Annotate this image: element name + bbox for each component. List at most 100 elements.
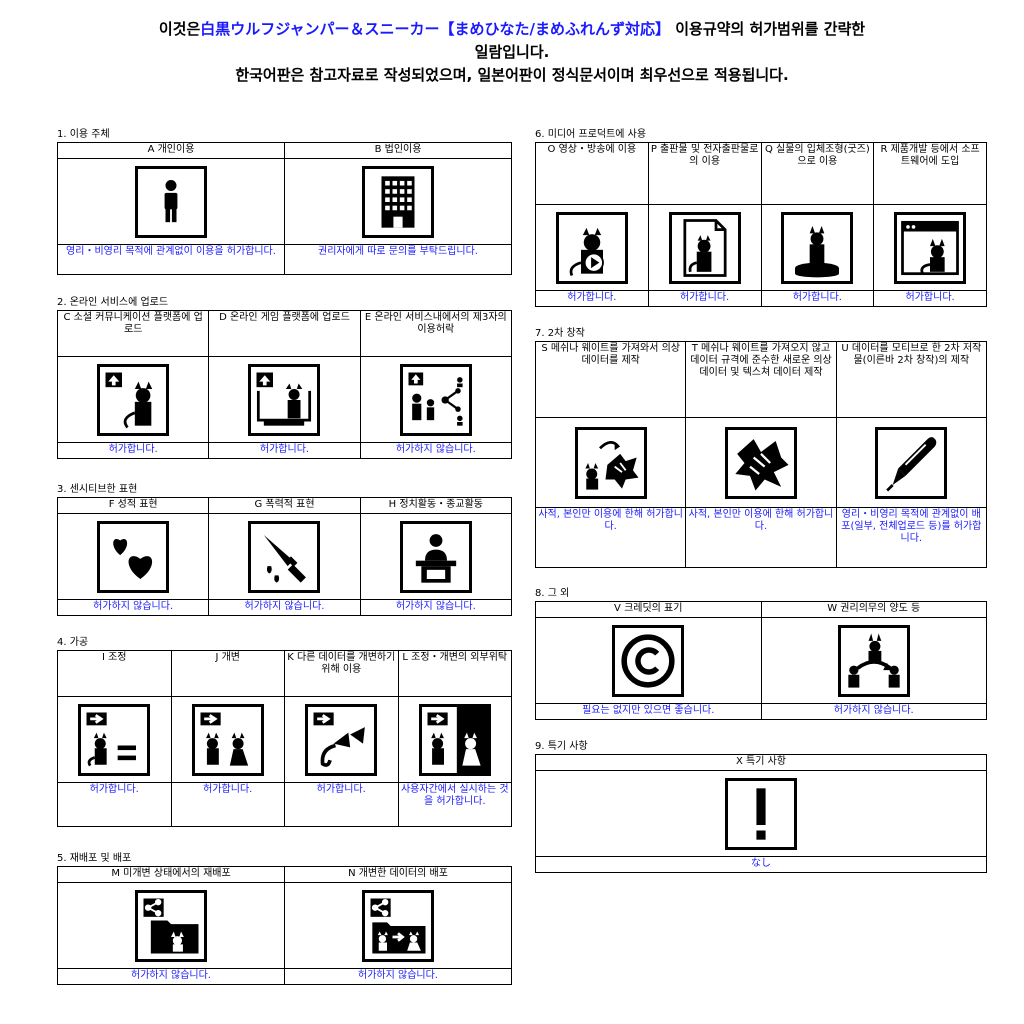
permission-text: 허가합니다. — [208, 442, 361, 459]
person-icon — [135, 165, 207, 238]
item-label: N 개변한 데이터의 배포 — [284, 866, 512, 883]
header-line-3: 한국어판은 참고자료로 작성되었으며, 일본어판이 정식문서이며 최우선으로 적… — [235, 66, 789, 84]
section-usage-subject: 1. 이용 주체 A 개인이용 B 법인이용 영리・비영리 목적에 관계없이 이… — [57, 128, 512, 275]
permission-text: 허가합니다. — [647, 290, 762, 307]
section-table: F 성적 표현 G 폭력적 표현 H 정치활동・종교활동 허가하지 않습니다. … — [56, 497, 513, 616]
item-label: H 정치활동・종교활동 — [359, 497, 513, 514]
publication-icon — [668, 211, 741, 284]
section-title: 2. 온라인 서비스에 업로드 — [57, 297, 169, 308]
permission-text: 허가합니다. — [57, 782, 172, 827]
permission-text: 사적, 본인만 이용에 한해 허가합니다. — [685, 507, 837, 568]
permission-text: 허가합니다. — [170, 782, 285, 827]
item-label: X 특기 사항 — [535, 754, 987, 771]
mesh-to-costume-icon — [574, 426, 647, 499]
header-suffix: 이용규약의 허가범위를 간략한 — [675, 20, 866, 38]
section-title: 5. 재배포 및 배포 — [57, 853, 132, 864]
redistribute-icon — [135, 889, 207, 962]
permission-text: 허가하지 않습니다. — [56, 599, 210, 616]
modify-icon — [191, 703, 264, 776]
item-label: T 메쉬나 웨이트를 가져오지 않고 데이터 규격에 준수한 새로운 의상 데이… — [685, 341, 837, 418]
item-label: C 소셜 커뮤니케이션 플랫폼에 업로드 — [56, 310, 210, 357]
video-icon — [555, 211, 628, 284]
item-label: O 영상・방송에 이용 — [535, 142, 649, 205]
share-third-party-icon — [399, 363, 472, 436]
permission-text: 허가하지 않습니다. — [208, 599, 361, 616]
transfer-icon — [837, 624, 910, 697]
software-icon — [894, 211, 967, 284]
section-table: A 개인이용 B 법인이용 영리・비영리 목적에 관계없이 이용을 허가합니다.… — [57, 142, 512, 275]
section-title: 7. 2차 창작 — [535, 328, 585, 339]
permission-text: 사적, 본인만 이용에 한해 허가합니다. — [534, 507, 687, 568]
section-title: 1. 이용 주체 — [57, 129, 110, 140]
permission-text: 영리・비영리 목적에 관계없이 배포(일부, 전체업로드 등)를 허가합니다. — [835, 507, 988, 568]
pen-icon — [875, 426, 948, 499]
section-special-notes: 9. 특기 사항 X 특기 사항 なし — [535, 740, 987, 873]
section-title: 6. 미디어 프로덕트에 사용 — [535, 129, 647, 140]
product-name: 白黒ウルフジャンパー＆スニーカー【まめひなた/まめふれんず対応】 — [200, 20, 671, 38]
building-icon — [362, 165, 434, 238]
permission-text: 영리・비영리 목적에 관계없이 이용을 허가합니다. — [57, 244, 285, 275]
adjust-icon — [78, 703, 151, 776]
item-label: L 조정・개변의 외부위탁 — [397, 650, 512, 697]
header-line-1: 이것은白黒ウルフジャンパー＆スニーカー【まめひなた/まめふれんず対応】 이용규약… — [0, 18, 1024, 41]
section-table: C 소셜 커뮤니케이션 플랫폼에 업로드 D 온라인 게임 플랫폼에 업로드 E… — [56, 310, 513, 459]
knife-icon — [248, 520, 321, 593]
section-table: X 특기 사항 なし — [535, 754, 987, 873]
header-line-2: 일람입니다. — [474, 43, 550, 61]
item-label: F 성적 표현 — [56, 497, 210, 514]
permission-text: 허가합니다. — [873, 290, 987, 307]
item-label: P 출판물 및 전자출판물로의 이용 — [647, 142, 762, 205]
permission-text: 허가하지 않습니다. — [359, 442, 513, 459]
permission-text: 허가하지 않습니다. — [359, 599, 513, 616]
new-costume-icon — [724, 426, 797, 499]
section-table: V 크레딧의 표기 W 권리의무의 양도 등 필요는 없지만 있으면 좋습니다.… — [535, 601, 987, 720]
permission-text: 허가합니다. — [535, 290, 649, 307]
item-label: U 데이터를 모티브로 한 2차 저작물(이른바 2차 창작)의 제작 — [835, 341, 988, 418]
section-table: O 영상・방송에 이용 P 출판물 및 전자출판물로의 이용 Q 실물의 입체조… — [535, 142, 987, 307]
section-title: 9. 특기 사항 — [535, 741, 588, 752]
copyright-icon — [612, 624, 685, 697]
section-sensitive: 3. 센시티브한 표현 F 성적 표현 G 폭력적 표현 H 정치활동・종교활동… — [56, 483, 513, 616]
permission-text: 허가합니다. — [760, 290, 875, 307]
item-label: M 미개변 상태에서의 재배포 — [57, 866, 285, 883]
item-label: W 권리의무의 양도 등 — [760, 601, 987, 618]
item-label: S 메쉬나 웨이트를 가져와서 의상 데이터를 제작 — [534, 341, 687, 418]
permission-text: 허가합니다. — [56, 442, 210, 459]
item-label: K 다른 데이터를 개변하기 위해 이용 — [284, 650, 399, 697]
hearts-icon — [97, 520, 170, 593]
permission-text: 허가하지 않습니다. — [760, 703, 987, 720]
item-label: A 개인이용 — [57, 142, 285, 159]
upload-game-icon — [248, 363, 321, 436]
item-label: Q 실물의 입체조형(굿즈)으로 이용 — [760, 142, 875, 205]
header-prefix: 이것은 — [158, 20, 201, 38]
item-label: B 법인이용 — [284, 142, 512, 159]
item-label: E 온라인 서비스내에서의 제3자의 이용허락 — [359, 310, 513, 357]
permission-text: 허가하지 않습니다. — [57, 968, 285, 985]
permission-text: 필요는 없지만 있으면 좋습니다. — [535, 703, 762, 720]
section-title: 8. 그 외 — [535, 588, 570, 599]
section-table: I 조정 J 개변 K 다른 데이터를 개변하기 위해 이용 L 조정・개변의 … — [57, 650, 512, 827]
distribute-modified-icon — [362, 889, 434, 962]
item-label: D 온라인 게임 플랫폼에 업로드 — [208, 310, 361, 357]
section-table: M 미개변 상태에서의 재배포 N 개변한 데이터의 배포 허가하지 않습니다.… — [57, 866, 512, 985]
podium-icon — [399, 520, 472, 593]
item-label: R 제품개발 등에서 소프트웨어에 도입 — [873, 142, 987, 205]
section-media-products: 6. 미디어 프로덕트에 사용 O 영상・방송에 이용 P 출판물 및 전자출판… — [535, 128, 987, 307]
section-title: 4. 가공 — [57, 637, 89, 648]
section-processing: 4. 가공 I 조정 J 개변 K 다른 데이터를 개변하기 위해 이용 L 조… — [57, 636, 512, 827]
permission-text: 사용자간에서 실시하는 것을 허가합니다. — [397, 782, 512, 827]
figure-icon — [781, 211, 854, 284]
item-label: V 크레딧의 표기 — [535, 601, 762, 618]
permission-text: 권리자에게 따로 문의를 부탁드립니다. — [284, 244, 512, 275]
exclamation-icon — [725, 777, 797, 850]
permission-text: 허가합니다. — [284, 782, 399, 827]
section-table: S 메쉬나 웨이트를 가져와서 의상 데이터를 제작 T 메쉬나 웨이트를 가져… — [534, 341, 988, 568]
section-derivative: 7. 2차 창작 S 메쉬나 웨이트를 가져와서 의상 데이터를 제작 T 메쉬… — [534, 327, 988, 568]
item-label: I 조정 — [57, 650, 172, 697]
use-for-other-icon — [305, 703, 378, 776]
upload-avatar-icon — [97, 363, 170, 436]
item-label: J 개변 — [170, 650, 285, 697]
outsource-icon — [418, 703, 491, 776]
permission-text: 허가하지 않습니다. — [284, 968, 512, 985]
section-redistribution: 5. 재배포 및 배포 M 미개변 상태에서의 재배포 N 개변한 데이터의 배… — [57, 852, 512, 985]
